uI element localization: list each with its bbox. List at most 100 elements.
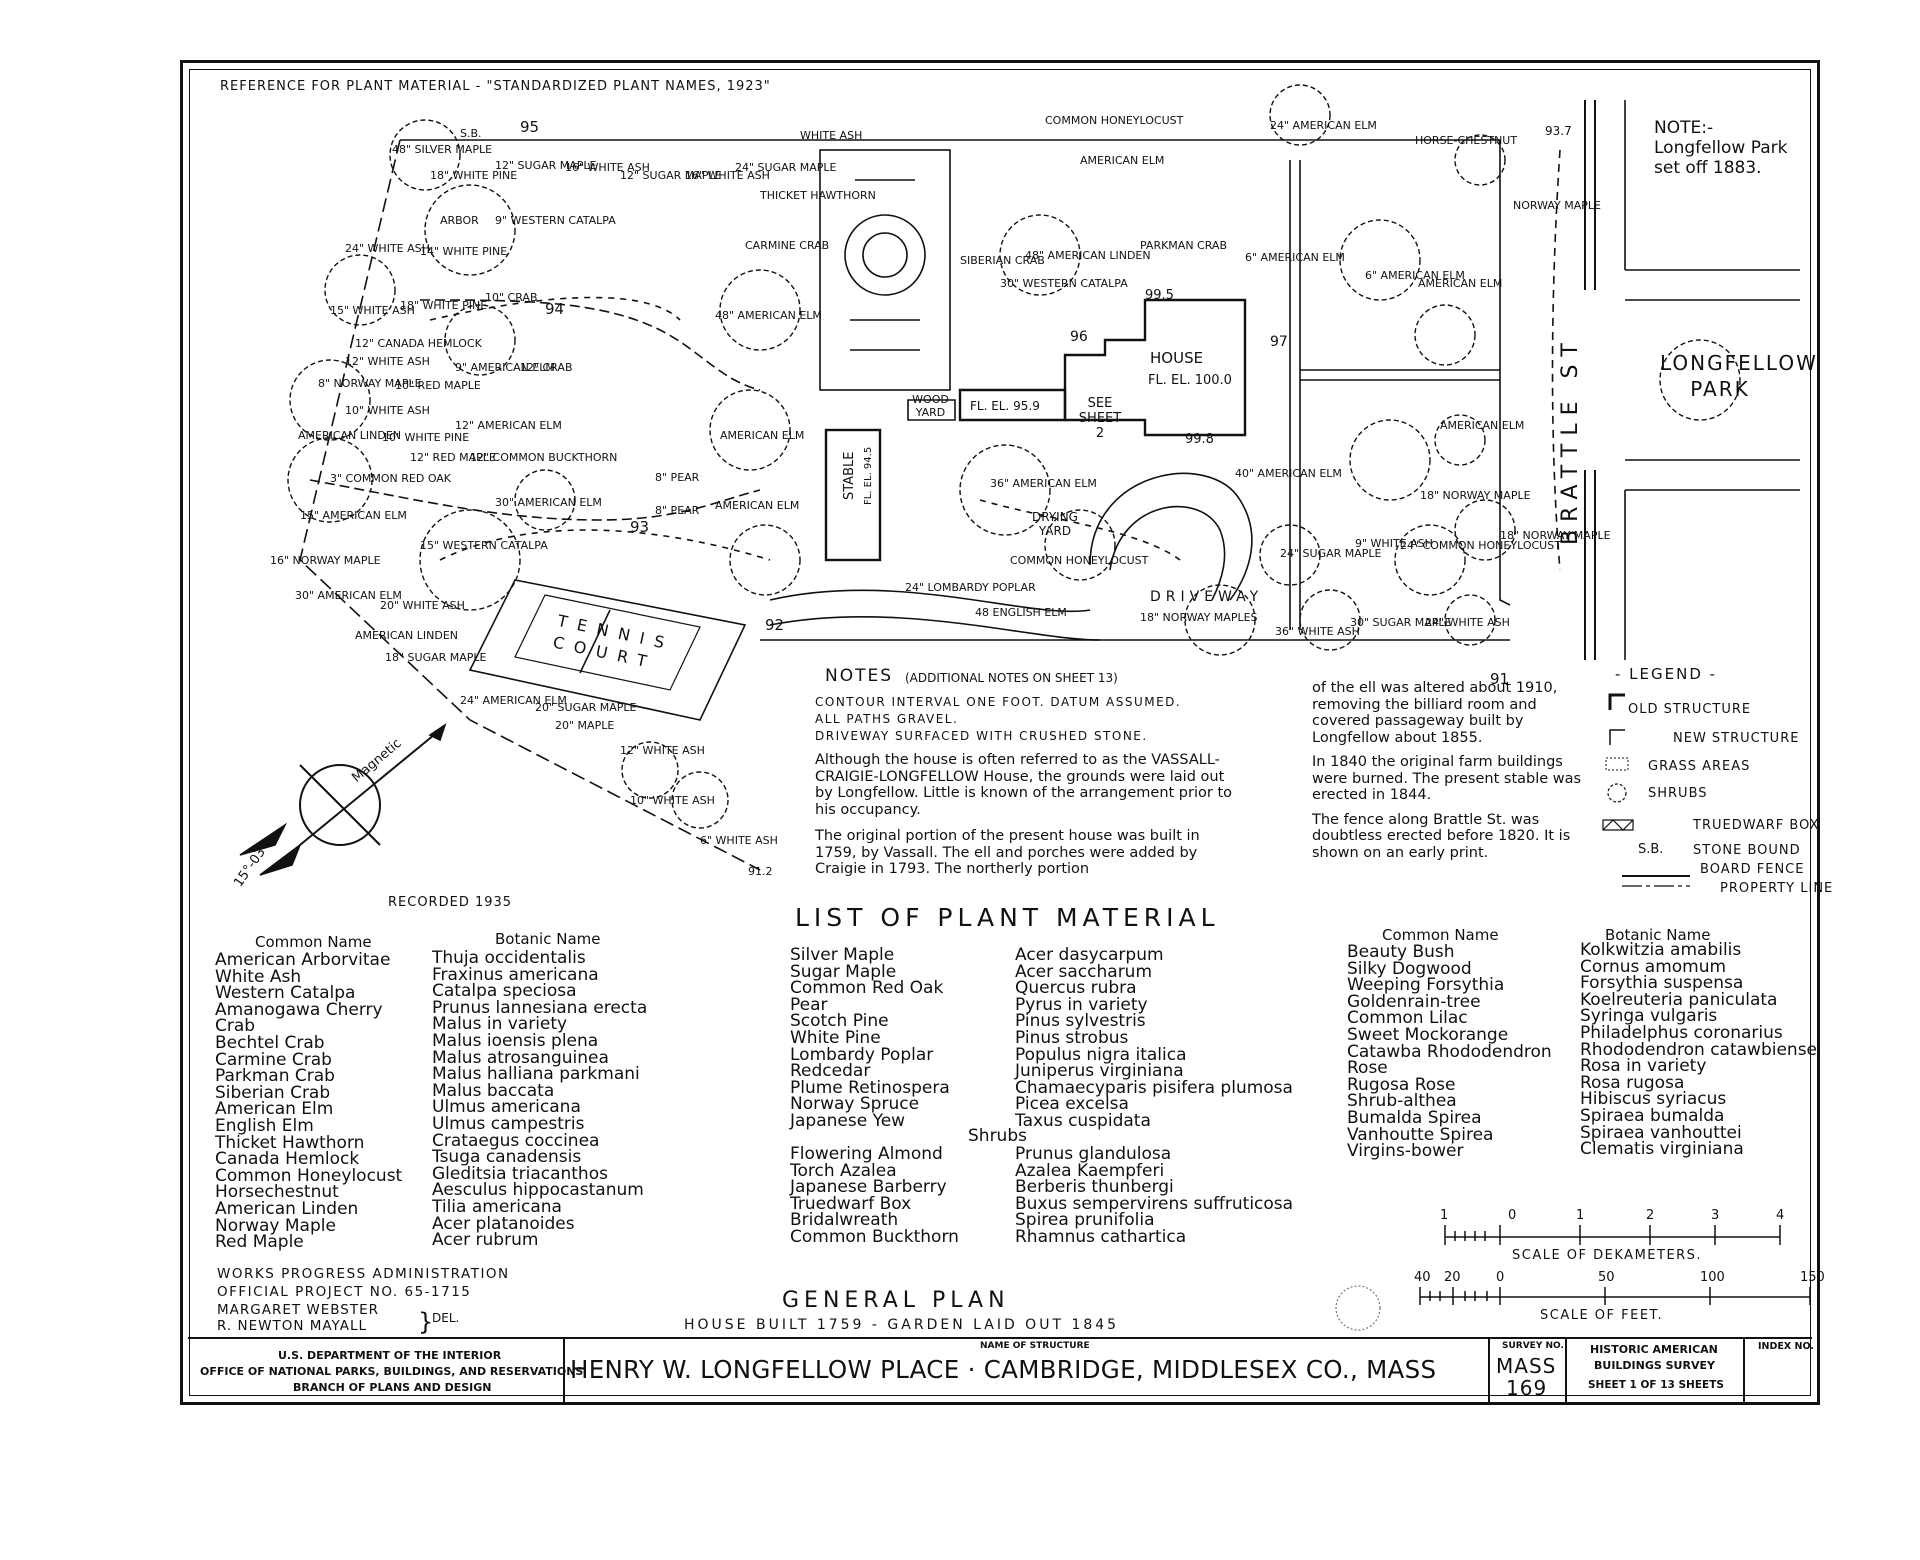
plant-botanic: Pyrus in variety <box>1015 994 1148 1015</box>
plant-common: Goldenrain-tree <box>1347 991 1481 1012</box>
tree-label: 24" SUGAR MAPLE <box>735 161 837 174</box>
tree-label: 48" AMERICAN ELM <box>715 309 822 322</box>
feet-tick: 100 <box>1700 1270 1725 1285</box>
plant-common: English Elm <box>215 1115 314 1136</box>
legend-truedwarf-box: TRUEDWARF BOX <box>1693 818 1820 833</box>
plant-common: Redcedar <box>790 1061 871 1082</box>
tree-label: 18" NORWAY MAPLE <box>1420 489 1531 502</box>
plant-botanic: Prunus glandulosa <box>1015 1144 1172 1164</box>
stable-elevation: FL. EL. 94.5 <box>863 446 874 505</box>
tree-label: HORSE-CHESTNUT <box>1415 134 1518 147</box>
survey-no-label: SURVEY NO. <box>1502 1341 1564 1351</box>
seal <box>1335 1285 1381 1331</box>
plant-botanic: Ulmus americana <box>432 1097 581 1118</box>
plant-common: Sweet Mockorange <box>1347 1024 1509 1045</box>
tree-label: S.B. <box>460 127 482 140</box>
common-name-header: Common Name <box>255 933 372 951</box>
tree-label: 24" SUGAR MAPLE <box>1280 547 1382 560</box>
plant-botanic: Rosa in variety <box>1580 1056 1707 1077</box>
mid-common-list: Silver Maple Sugar Maple Common Red Oak … <box>790 947 950 1130</box>
scale-bars <box>1419 1225 1811 1305</box>
recorded-label: RECORDED 1935 <box>388 895 513 910</box>
brattle-street-label: BRATTLE ST <box>1558 335 1583 545</box>
plant-botanic: Spiraea bumalda <box>1580 1105 1725 1126</box>
tree-label: 12" WHITE ASH <box>345 355 430 368</box>
delineator-1: MARGARET WEBSTER <box>217 1302 380 1318</box>
plant-botanic: Philadelphus coronarius <box>1580 1022 1783 1043</box>
plant-botanic: Acer dasycarpum <box>1015 945 1164 965</box>
plant-botanic: Chamaecyparis pisifera plumosa <box>1015 1077 1293 1098</box>
plant-botanic: Pinus strobus <box>1015 1027 1129 1048</box>
contour-label: 91.2 <box>748 865 773 878</box>
plant-botanic: Catalpa speciosa <box>432 981 577 1002</box>
plant-common: Common Buckthorn <box>790 1226 959 1247</box>
plant-common: Norway Spruce <box>790 1094 920 1115</box>
tree-label: 12" CANADA HEMLOCK <box>355 337 482 350</box>
tree-label: 15" WESTERN CATALPA <box>420 539 548 552</box>
tree-label: 36" WHITE ASH <box>1275 625 1360 638</box>
contour-label: 99.8 <box>1185 432 1214 447</box>
contour-label: 91 <box>1490 670 1510 688</box>
tree-label: 8" NORWAY MAPLE <box>318 377 422 390</box>
drawing-border <box>189 69 1811 1396</box>
feet-tick: 0 <box>1496 1270 1505 1285</box>
longfellow-park-label: LONGFELLOW PARK <box>1660 351 1818 401</box>
wood-yard-label: WOOD YARD <box>912 393 949 419</box>
tree-label: 10" WHITE PINE <box>382 431 470 444</box>
plant-common: Bumalda Spirea <box>1347 1107 1482 1128</box>
drawing-title: GENERAL PLAN <box>782 1288 1010 1313</box>
tree-label: 10" WHITE ASH <box>630 794 715 807</box>
tree-label: 24" AMERICAN ELM <box>1270 119 1377 132</box>
left-common-list: American Arborvitae White Ash Western Ca… <box>215 952 402 1251</box>
tree-label: 48 ENGLISH ELM <box>975 606 1067 619</box>
delineator-suffix: DEL. <box>432 1311 460 1325</box>
plant-botanic: Koelreuteria paniculata <box>1580 989 1778 1010</box>
plant-botanic: Taxus cuspidata <box>1015 1110 1151 1131</box>
plant-common: Siberian Crab <box>215 1082 331 1103</box>
plant-botanic: Forsythia suspensa <box>1580 973 1744 994</box>
habs-line-1: HISTORIC AMERICAN <box>1590 1343 1718 1356</box>
tree-label: 24" WHITE ASH <box>345 242 430 255</box>
contour-label: 95 <box>520 118 540 136</box>
contour-label: 93 <box>630 518 650 536</box>
legend-stone-bound: STONE BOUND <box>1693 843 1801 858</box>
plant-botanic: Juniperus virginiana <box>1015 1061 1184 1082</box>
tree-label: 24" WHITE ASH <box>1425 616 1510 629</box>
tree-label: 16" WHITE ASH <box>565 161 650 174</box>
plant-common: Norway Maple <box>215 1215 336 1236</box>
tennis-court-outline <box>468 579 747 721</box>
plant-common: American Elm <box>215 1099 334 1120</box>
tree-label: 14" WHITE PINE <box>420 245 508 258</box>
contour-label: 93.7 <box>1545 124 1572 138</box>
tree-label: 20" WHITE ASH <box>380 599 465 612</box>
notes-subheading: (ADDITIONAL NOTES ON SHEET 13) <box>905 671 1118 685</box>
tree-label: 24" COMMON HONEYLOCUST <box>1400 539 1561 552</box>
plant-botanic: Picea excelsa <box>1015 1094 1129 1115</box>
plant-common: White Ash <box>215 966 302 987</box>
shrubs-header: Shrubs <box>968 1126 1027 1146</box>
tree-label: 48" SILVER MAPLE <box>392 143 493 156</box>
plant-common: Lombardy Poplar <box>790 1044 934 1065</box>
plant-botanic: Rosa rugosa <box>1580 1072 1685 1093</box>
plant-common: Bridalwreath <box>790 1210 899 1231</box>
feet-tick: 40 <box>1414 1270 1431 1285</box>
legend-grass: GRASS AREAS <box>1648 759 1751 774</box>
tree-label: 10" RED MAPLE <box>395 379 481 392</box>
dek-tick: 0 <box>1508 1208 1517 1223</box>
notes-right: of the ell was altered about 1910, remov… <box>1312 680 1582 861</box>
plant-list-title: LIST OF PLANT MATERIAL <box>795 903 1220 932</box>
tree-label: 24" LOMBARDY POPLAR <box>905 581 1036 594</box>
ell-outline <box>958 388 1067 422</box>
tree-label: 15" WHITE ASH <box>330 304 415 317</box>
tree-label: ARBOR <box>440 214 479 227</box>
plant-common: Thicket Hawthorn <box>215 1132 365 1153</box>
drying-yard-label: DRYING YARD <box>1032 510 1078 538</box>
tree-label: 12" AMERICAN ELM <box>455 419 562 432</box>
tree-label: 6" AMERICAN ELM <box>1365 269 1465 282</box>
tree-label: 10" WHITE ASH <box>345 404 430 417</box>
tree-label: AMERICAN ELM <box>720 429 805 442</box>
plant-botanic: Clematis virginiana <box>1580 1139 1744 1160</box>
plant-botanic: Quercus rubra <box>1015 978 1137 999</box>
wood-yard <box>907 399 956 421</box>
